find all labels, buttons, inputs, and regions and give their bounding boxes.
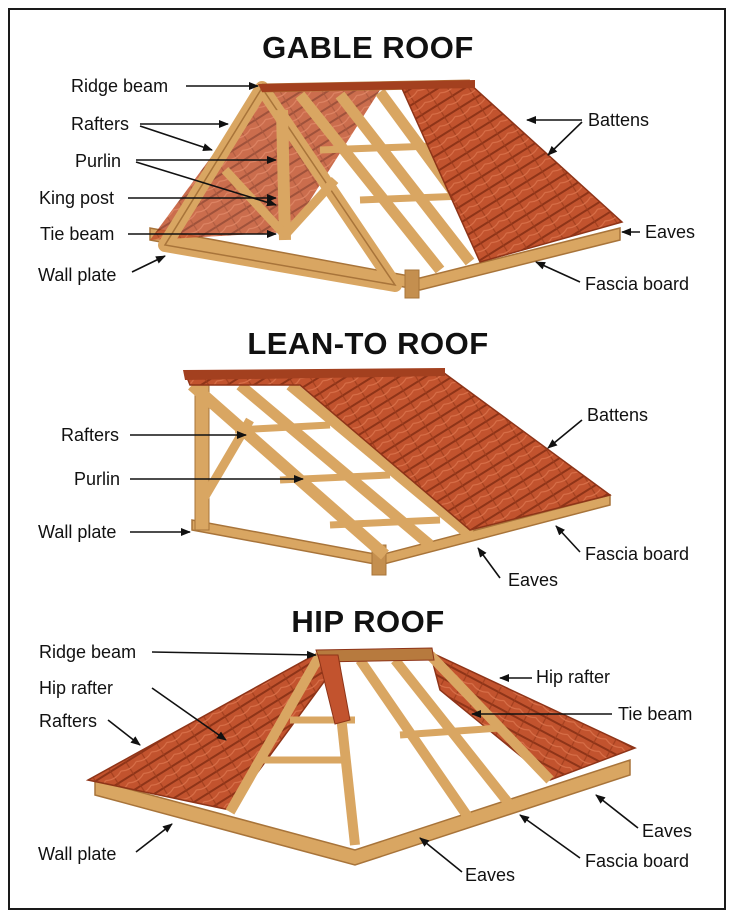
hip-eaves-bottom-label: Eaves	[465, 865, 516, 885]
leanto-rafter-2	[236, 380, 434, 550]
leanto-purlin-label: Purlin	[74, 469, 121, 489]
hip-roof-illustration	[85, 647, 637, 866]
hip-rafter-right-shape	[426, 651, 554, 784]
hip-ridge-beam-label: Ridge beam	[39, 642, 137, 662]
leanto-purlin-shape	[234, 421, 331, 434]
gable-battens-label: Battens	[588, 110, 650, 130]
gable-fascia-board-label: Fascia board	[585, 274, 690, 294]
gable-eaves-label: Eaves	[645, 222, 696, 242]
leanto-rafter-3	[286, 380, 474, 540]
gable-roof-illustration	[149, 79, 624, 299]
hip-hip-rafter-right-label: Hip rafter	[536, 667, 611, 687]
gable-king-post-label: King post	[39, 188, 115, 208]
leanto-fascia-board-label: Fascia board	[585, 544, 690, 564]
lean-to-roof-title: LEAN-TO ROOF	[247, 326, 489, 361]
hip-roof-title: HIP ROOF	[291, 604, 445, 639]
leanto-battens-label: Battens	[587, 405, 649, 425]
hip-tie-beam-shape	[399, 724, 501, 739]
gable-strut-left	[221, 166, 289, 239]
hip-hip-tiles	[317, 654, 351, 725]
hip-fascia-board-label: Fascia board	[585, 851, 690, 871]
leader-arrows	[107, 82, 640, 873]
gable-tie-beam-label: Tie beam	[40, 224, 115, 244]
diagram-border	[8, 8, 726, 910]
gable-rafter-2	[335, 91, 475, 266]
gable-wall-plate-label: Wall plate	[38, 265, 117, 285]
hip-wall-plate-label: Wall plate	[38, 844, 117, 864]
gable-king-post-shape	[276, 109, 291, 241]
lean-to-roof-illustration	[183, 368, 612, 576]
gable-strut-right	[281, 176, 339, 239]
gable-rafters-label: Rafters	[71, 114, 130, 134]
leanto-rafters-label: Rafters	[61, 425, 120, 445]
hip-rafters-label: Rafters	[39, 711, 98, 731]
gable-rafter-1	[295, 91, 445, 274]
hip-common-rafter-1	[355, 657, 475, 823]
hip-rafter-left-shape	[225, 652, 325, 815]
gable-ridge-beam-label: Ridge beam	[71, 76, 169, 96]
leanto-back-post-shape	[194, 384, 210, 531]
gable-post-shape	[404, 269, 420, 299]
gable-roof-title: GABLE ROOF	[262, 30, 474, 65]
gable-purlin-label: Purlin	[75, 151, 122, 171]
leanto-top-edge	[183, 368, 445, 380]
hip-wall-plate-shape	[94, 758, 631, 866]
leanto-wall-plate-label: Wall plate	[38, 522, 117, 542]
gable-ridge-tiles	[258, 80, 475, 92]
leanto-eaves-label: Eaves	[508, 570, 559, 590]
hip-hip-rafter-left-label: Hip rafter	[39, 678, 114, 698]
leanto-purlin-shape-3	[329, 516, 441, 529]
hip-tie-beam-label: Tie beam	[618, 704, 693, 724]
hip-eaves-right-label: Eaves	[642, 821, 693, 841]
